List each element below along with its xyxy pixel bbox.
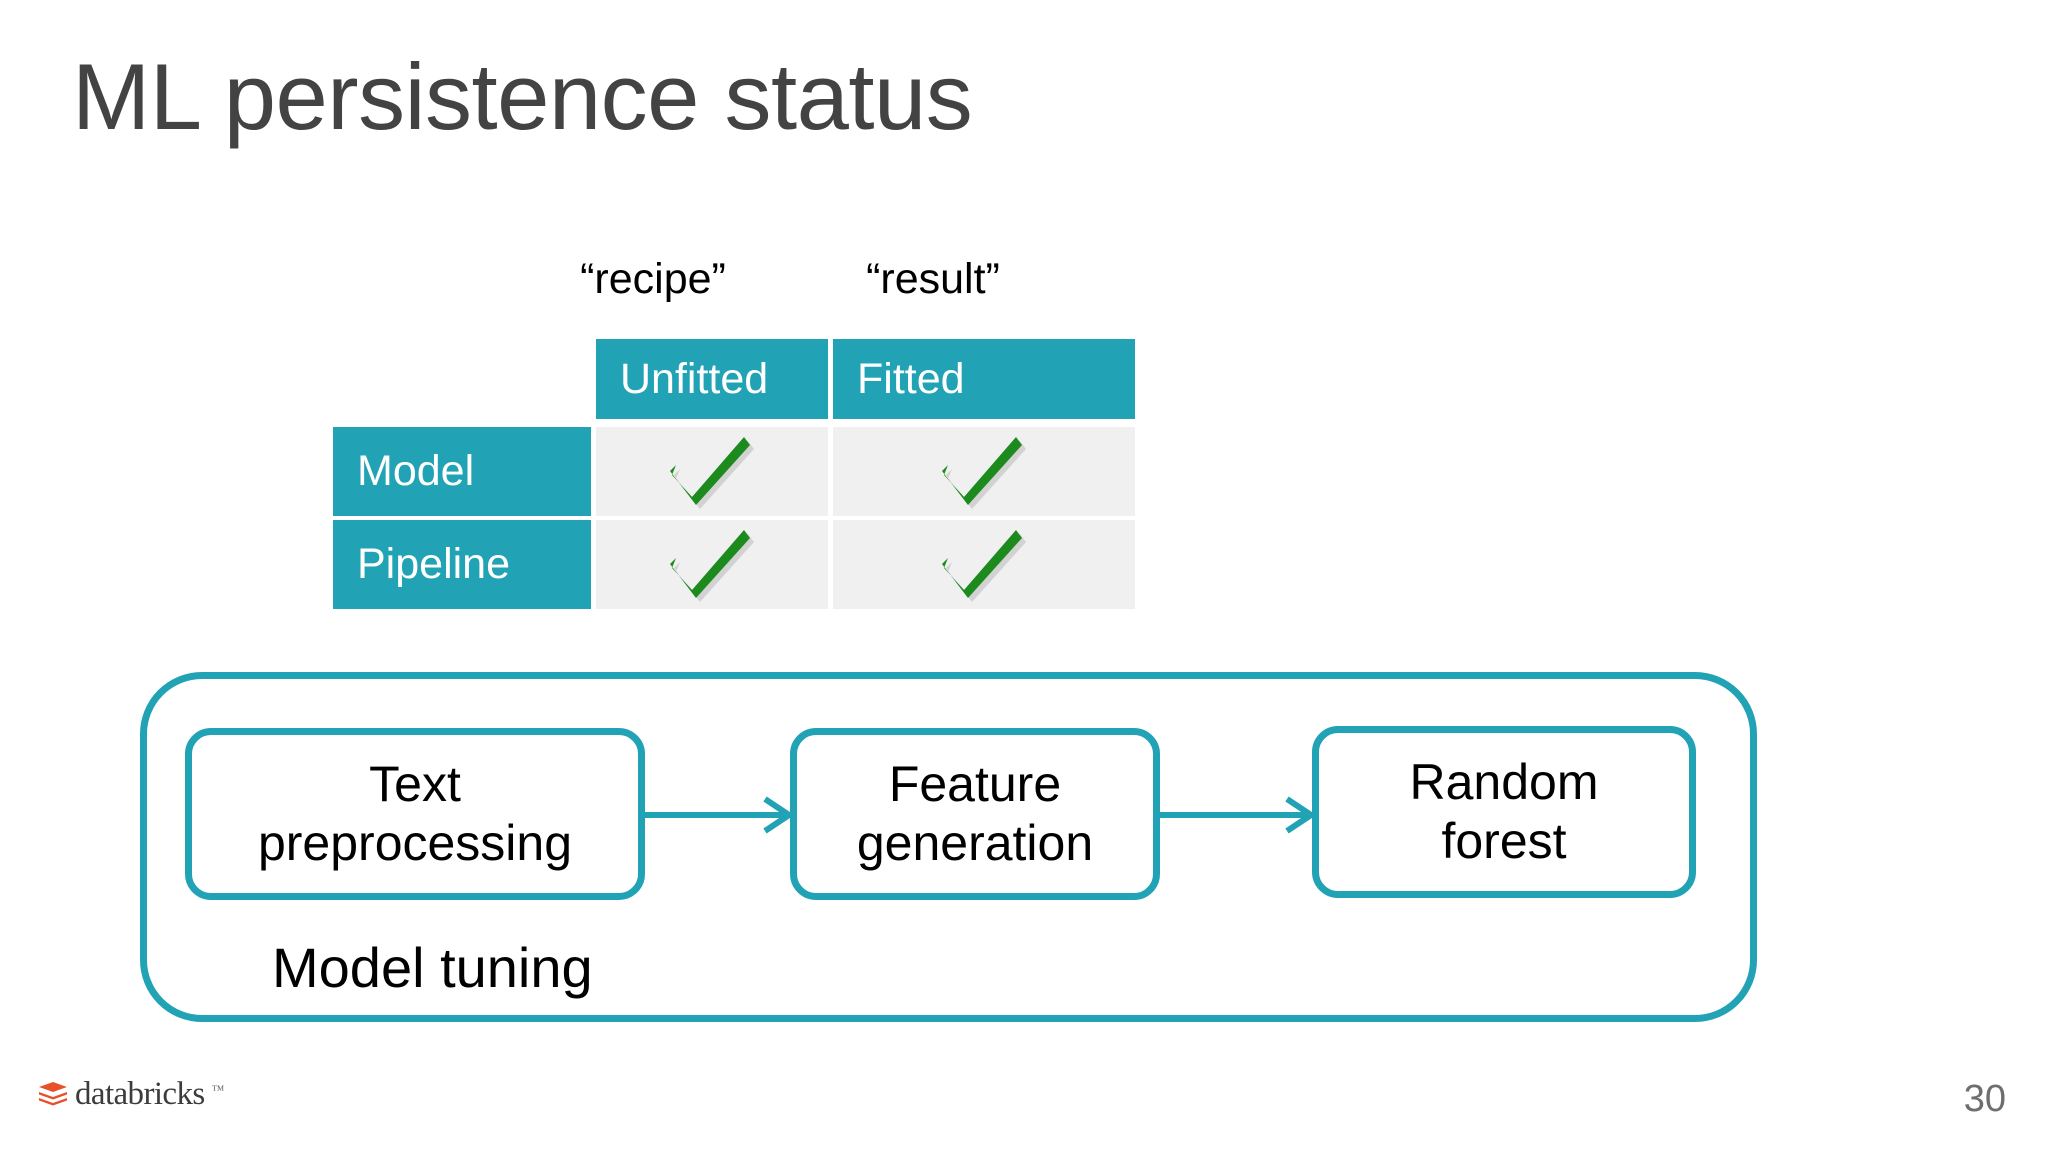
check-icon — [670, 528, 754, 602]
row-header-pipeline: Pipeline — [333, 520, 591, 609]
column-caption-recipe: “recipe” — [580, 255, 726, 303]
column-header-fitted: Fitted — [833, 339, 1135, 419]
trademark-symbol: ™ — [211, 1082, 225, 1097]
databricks-logo: databricks ™ — [38, 1078, 224, 1111]
page-title: ML persistence status — [72, 44, 973, 149]
pipeline-stage-label: Feature generation — [856, 756, 1094, 871]
databricks-stack-icon — [38, 1081, 68, 1109]
model-tuning-label: Model tuning — [272, 936, 593, 999]
table-cell-model-unfitted — [596, 427, 828, 516]
persistence-matrix: “recipe” “result” Unfitted Fitted Model … — [333, 255, 1138, 615]
arrow-right-icon — [645, 795, 793, 835]
page-number: 30 — [1963, 1078, 2006, 1120]
pipeline-stage-text-preprocessing[interactable]: Text preprocessing — [185, 728, 645, 900]
row-header-model: Model — [333, 427, 591, 516]
table-cell-pipeline-unfitted — [596, 520, 828, 609]
check-icon — [670, 435, 754, 509]
pipeline-stage-label: Random forest — [1409, 754, 1599, 869]
table-cell-model-fitted — [833, 427, 1135, 516]
table-cell-pipeline-fitted — [833, 520, 1135, 609]
pipeline-stage-feature-generation[interactable]: Feature generation — [790, 728, 1160, 900]
check-icon — [942, 528, 1026, 602]
column-caption-result: “result” — [866, 255, 1000, 303]
databricks-wordmark: databricks — [75, 1076, 205, 1112]
arrow-right-icon — [1160, 795, 1315, 835]
model-tuning-container — [140, 672, 1757, 1022]
check-icon — [942, 435, 1026, 509]
pipeline-stage-random-forest[interactable]: Random forest — [1312, 726, 1696, 898]
pipeline-stage-label: Text preprocessing — [257, 756, 573, 871]
column-header-unfitted: Unfitted — [596, 339, 828, 419]
